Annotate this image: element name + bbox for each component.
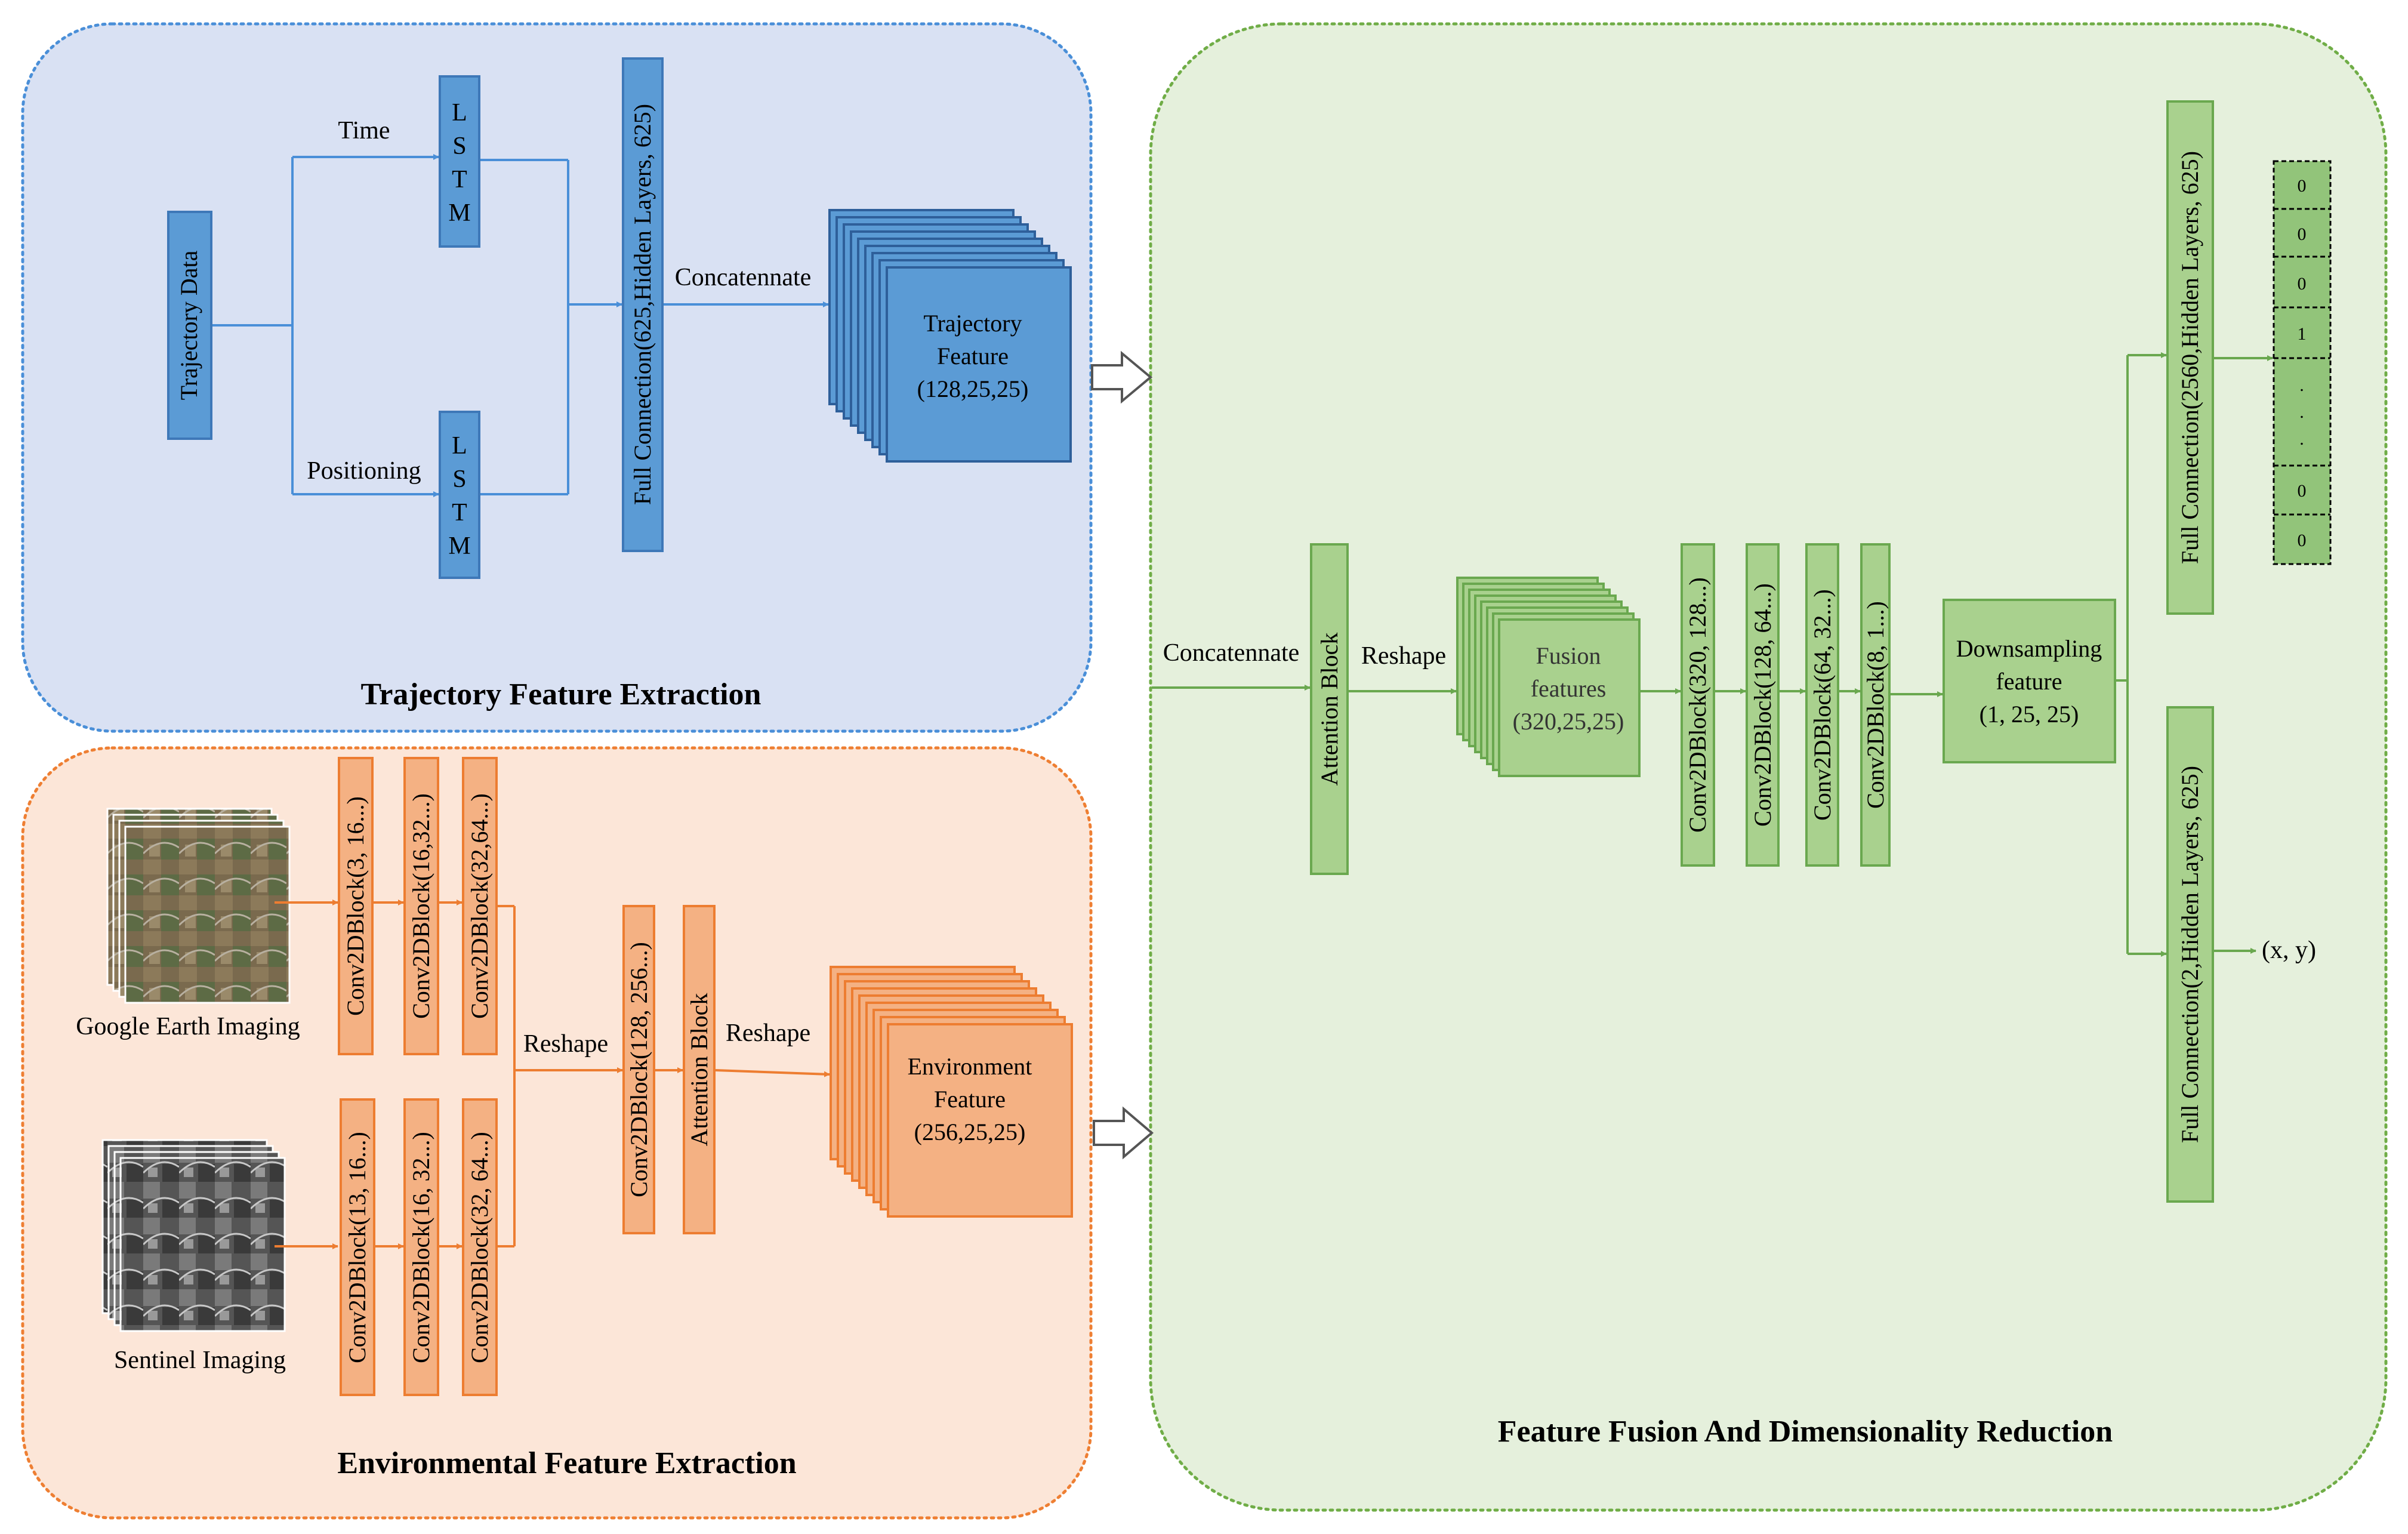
lstm-letter: S — [452, 133, 466, 160]
fusion-conv-block-2: Conv2DBlock(128, 64...) — [1746, 543, 1780, 867]
environment-merge-conv-block: Conv2DBlock(128, 256...) — [622, 905, 655, 1234]
fusion-reshape-label: Reshape — [1361, 642, 1446, 670]
trajectory-feature-stack — [828, 209, 1072, 463]
onehot-cell: . — [2299, 429, 2304, 449]
sentinel-conv-block-3: Conv2DBlock(32, 64...) — [462, 1098, 498, 1396]
google-conv-block-3-label: Conv2DBlock(32,64...) — [466, 793, 493, 1019]
lstm-time-block: L S T M — [439, 75, 480, 248]
environment-feature-line1: Environment — [908, 1053, 1032, 1080]
environment-reshape-label-2: Reshape — [726, 1019, 810, 1047]
downsampling-line3: (1, 25, 25) — [1980, 701, 2079, 728]
fusion-attention-block: Attention Block — [1310, 543, 1349, 875]
fusion-attention-label: Attention Block — [1316, 633, 1343, 786]
fusion-feature-line3: (320,25,25) — [1513, 708, 1624, 735]
fusion-fc-bottom-label: Full Connection(2,Hidden Layers, 625) — [2176, 766, 2203, 1143]
onehot-cell: . — [2299, 402, 2304, 422]
google-conv-block-1-label: Conv2DBlock(3, 16...) — [342, 796, 369, 1016]
sentinel-image-stack — [101, 1139, 286, 1332]
sentinel-conv-block-2-label: Conv2DBlock(16, 32...) — [408, 1132, 434, 1363]
fusion-fc-top-block: Full Connection(2560,Hidden Layers, 625) — [2166, 100, 2214, 615]
lstm-letter: L — [452, 99, 467, 127]
trajectory-panel — [21, 22, 1093, 733]
fusion-concat-label: Concatennate — [1163, 639, 1300, 667]
fusion-fc-bottom-block: Full Connection(2,Hidden Layers, 625) — [2166, 706, 2214, 1203]
sentinel-conv-block-1: Conv2DBlock(13, 16...) — [340, 1098, 375, 1396]
environment-feature-stack — [830, 966, 1073, 1218]
fusion-conv-block-4-label: Conv2DBlock(8, 1...) — [1862, 601, 1889, 809]
lstm-letter: L — [452, 432, 467, 460]
trajectory-concat-label: Concatennate — [675, 264, 812, 291]
environment-merge-conv-label: Conv2DBlock(128, 256...) — [625, 942, 652, 1197]
fusion-feature-stack — [1456, 577, 1641, 777]
environment-feature-line2: Feature — [934, 1086, 1006, 1113]
environment-to-fusion-arrow — [1093, 1106, 1154, 1160]
google-conv-block-2-label: Conv2DBlock(16,32...) — [408, 793, 434, 1019]
fusion-conv-block-1-label: Conv2DBlock(320, 128...) — [1684, 577, 1711, 833]
fusion-fc-top-label: Full Connection(2560,Hidden Layers, 625) — [2176, 151, 2203, 564]
sentinel-conv-block-3-label: Conv2DBlock(32, 64...) — [466, 1132, 493, 1363]
sentinel-conv-block-1-label: Conv2DBlock(13, 16...) — [344, 1132, 371, 1363]
lstm-positioning-block: L S T M — [439, 411, 480, 579]
lstm-letter: S — [452, 466, 466, 493]
onehot-cell: 0 — [2298, 274, 2307, 294]
trajectory-to-fusion-arrow — [1091, 350, 1153, 404]
lstm-letter: M — [448, 199, 470, 227]
downsampling-feature-box: Downsampling feature (1, 25, 25) — [1943, 599, 2116, 763]
trajectory-panel-title: Trajectory Feature Extraction — [361, 677, 761, 711]
trajectory-feature-line2: Feature — [937, 343, 1009, 369]
trajectory-data-label: Trajectory Data — [175, 250, 202, 400]
onehot-cell: 0 — [2298, 176, 2307, 196]
fusion-panel-title: Feature Fusion And Dimensionality Reduct… — [1498, 1415, 2113, 1449]
trajectory-feature-line3: (128,25,25) — [917, 375, 1029, 402]
fusion-conv-block-4: Conv2DBlock(8, 1...) — [1860, 543, 1891, 867]
onehot-cell: 0 — [2298, 481, 2307, 501]
fusion-conv-block-1: Conv2DBlock(320, 128...) — [1681, 543, 1715, 867]
positioning-label: Positioning — [307, 457, 421, 485]
environment-reshape-label-1: Reshape — [523, 1030, 608, 1058]
google-earth-image-stack — [106, 808, 291, 1004]
trajectory-fc-label: Full Connection(625,Hidden Layers, 625) — [629, 104, 656, 505]
environment-feature-line3: (256,25,25) — [914, 1119, 1026, 1145]
fusion-conv-block-2-label: Conv2DBlock(128, 64...) — [1749, 583, 1776, 827]
onehot-cell: 1 — [2298, 324, 2307, 344]
trajectory-lines — [212, 154, 829, 497]
google-earth-label: Google Earth Imaging — [76, 1013, 300, 1040]
environment-attention-block: Attention Block — [683, 905, 716, 1234]
lstm-letter: T — [452, 166, 467, 193]
sentinel-conv-block-2: Conv2DBlock(16, 32...) — [403, 1098, 439, 1396]
xy-output-label: (x, y) — [2262, 937, 2316, 964]
onehot-output-vector: 0 0 0 1 . . . 0 0 — [2273, 160, 2332, 565]
onehot-cell: 0 — [2298, 224, 2307, 244]
google-conv-block-3: Conv2DBlock(32,64...) — [462, 757, 498, 1055]
environment-lines — [275, 900, 830, 1249]
google-conv-block-1: Conv2DBlock(3, 16...) — [338, 757, 374, 1055]
fusion-conv-block-3-label: Conv2DBlock(64, 32...) — [1809, 589, 1836, 821]
sentinel-label: Sentinel Imaging — [114, 1347, 286, 1374]
environment-attention-label: Attention Block — [686, 993, 713, 1147]
trajectory-feature-line1: Trajectory — [923, 310, 1022, 337]
lstm-letter: M — [448, 532, 470, 560]
trajectory-fc-box — [622, 57, 664, 552]
fusion-feature-line1: Fusion — [1536, 642, 1601, 669]
google-conv-block-2: Conv2DBlock(16,32...) — [403, 757, 439, 1055]
onehot-cell: 0 — [2298, 531, 2307, 550]
fusion-lines — [1152, 352, 2273, 957]
onehot-cell: . — [2299, 375, 2304, 395]
fusion-conv-block-3: Conv2DBlock(64, 32...) — [1805, 543, 1839, 867]
environment-panel-title: Environmental Feature Extraction — [337, 1446, 796, 1480]
downsampling-line2: feature — [1996, 668, 2062, 695]
trajectory-data-box — [167, 211, 212, 440]
time-label: Time — [338, 117, 390, 144]
lstm-letter: T — [452, 499, 467, 526]
downsampling-line1: Downsampling — [1956, 635, 2102, 662]
fusion-feature-line2: features — [1531, 675, 1607, 702]
